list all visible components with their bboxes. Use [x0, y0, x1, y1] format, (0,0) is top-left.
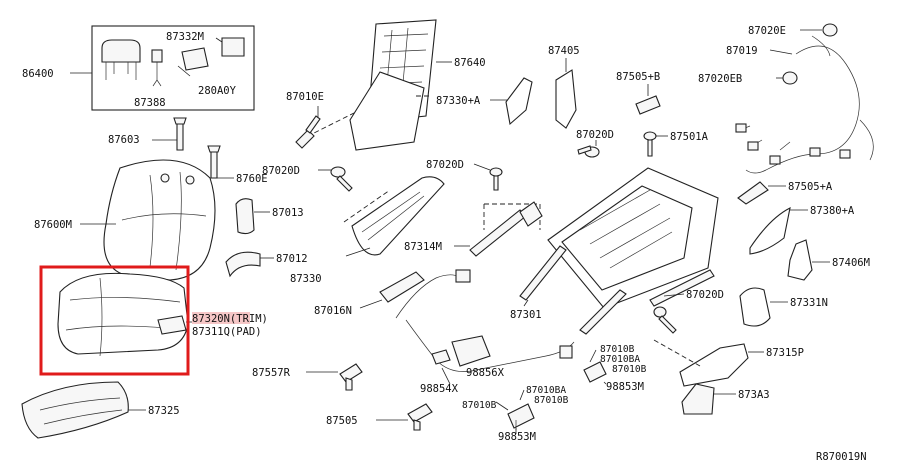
- seatback-trim-87600M: [80, 159, 216, 281]
- label-87020D-middle: 87020D: [426, 159, 464, 171]
- cover-87012: [225, 251, 274, 278]
- label-87388: 87388: [134, 97, 166, 109]
- side-finisher-87330: [343, 176, 445, 257]
- guide-pin-8760E: [207, 145, 234, 179]
- label-87557R: 87557R: [252, 367, 291, 379]
- clip-87557R: [306, 363, 363, 391]
- label-87010B-2: 87010B: [612, 364, 647, 375]
- cover-87013: [235, 198, 270, 235]
- label-87311Q: 87311Q(PAD): [192, 326, 262, 338]
- clip-87505A: [737, 181, 786, 205]
- screw-87020D-middle: [489, 167, 503, 191]
- bracket-98853M-lower: [507, 403, 535, 434]
- leader-98854X: [441, 367, 451, 385]
- label-87315P: 87315P: [766, 347, 804, 359]
- label-87330: 87330: [290, 273, 322, 285]
- clip-87505: [376, 403, 433, 431]
- leaders-87010-group: [495, 349, 597, 411]
- trim-87405: [555, 58, 577, 129]
- switch-87016N: [359, 271, 425, 309]
- bracket-98853M-upper: [583, 361, 607, 385]
- clip-87505B: [635, 84, 661, 115]
- label-87314M: 87314M: [404, 241, 442, 253]
- screw-87020D-left: [318, 166, 353, 192]
- label-98853M-lower: 98853M: [498, 431, 536, 443]
- harness-87019: [735, 23, 874, 174]
- label-87325: 87325: [148, 405, 180, 417]
- label-87330A: 87330+A: [436, 95, 481, 107]
- label-87020E: 87020E: [748, 25, 786, 37]
- label-87010BA-2: 87010BA: [526, 385, 566, 396]
- seat-frame-87301: [519, 167, 719, 335]
- label-87019: 87019: [726, 45, 758, 57]
- cover-87380A: [749, 207, 808, 255]
- bolt-87010E: [295, 106, 321, 149]
- cover-87331N: [739, 287, 788, 327]
- label-87405: 87405: [548, 45, 580, 57]
- label-87505A: 87505+A: [788, 181, 833, 193]
- screw-87020D-right: [653, 293, 685, 334]
- label-873A3: 873A3: [738, 389, 770, 401]
- label-87020D-left: 87020D: [262, 165, 300, 177]
- highlight-box: [39, 265, 190, 376]
- label-87016N: 87016N: [314, 305, 352, 317]
- finisher-87315P: [653, 339, 764, 387]
- highlight-label-background: [192, 312, 250, 324]
- label-87505: 87505: [326, 415, 358, 427]
- guide-pin-87603: [152, 117, 187, 151]
- label-87013: 87013: [272, 207, 304, 219]
- label-8760E: 8760E: [236, 173, 268, 185]
- label-87010B-4: 87010B: [462, 400, 497, 411]
- label-87301: 87301: [510, 309, 542, 321]
- label-87010BA-1: 87010BA: [600, 354, 640, 365]
- leader-87020D-middle: [473, 163, 491, 171]
- label-87603: 87603: [108, 134, 140, 146]
- trim-87330A: [490, 77, 533, 126]
- label-98853M-upper: 98853M: [606, 381, 644, 393]
- label-87010B-1: 87010B: [600, 344, 635, 355]
- seatback-frame-87640: [299, 19, 452, 151]
- label-87010E: 87010E: [286, 91, 324, 103]
- label-87020EB: 87020EB: [698, 73, 742, 85]
- label-87010B-3: 87010B: [534, 395, 569, 406]
- lever-87314M: [454, 201, 543, 257]
- seat-cushion-87320N: [57, 272, 192, 357]
- label-87331N: 87331N: [790, 297, 828, 309]
- label-98856X: 98856X: [466, 367, 505, 379]
- label-87020D-center: 87020D: [576, 129, 614, 141]
- kit-box-86400: [70, 25, 255, 111]
- label-87406M: 87406M: [832, 257, 870, 269]
- label-87640: 87640: [454, 57, 486, 69]
- label-98854X: 98854X: [420, 383, 459, 395]
- wiring-harness-center: [395, 269, 575, 372]
- label-87600M: 87600M: [34, 219, 72, 231]
- cushion-cover-87325: [21, 381, 146, 439]
- label-87380A: 87380+A: [810, 205, 855, 217]
- label-87020D-right: 87020D: [686, 289, 724, 301]
- label-87332M: 87332M: [166, 31, 204, 43]
- label-87505B: 87505+B: [616, 71, 660, 83]
- label-280A0Y: 280A0Y: [198, 85, 237, 97]
- label-87501A: 87501A: [670, 131, 709, 143]
- label-87012: 87012: [276, 253, 308, 265]
- label-87320N: 87320N(TRIM): [192, 313, 268, 325]
- grommet-87020EB: [776, 71, 798, 85]
- cover-87406M: [787, 239, 830, 281]
- screw-87020D-center: [577, 140, 600, 158]
- diagram-reference-id: R870019N: [816, 451, 867, 463]
- bolt-87501A: [643, 131, 668, 157]
- label-86400: 86400: [22, 68, 54, 80]
- bracket-873A3: [681, 383, 736, 415]
